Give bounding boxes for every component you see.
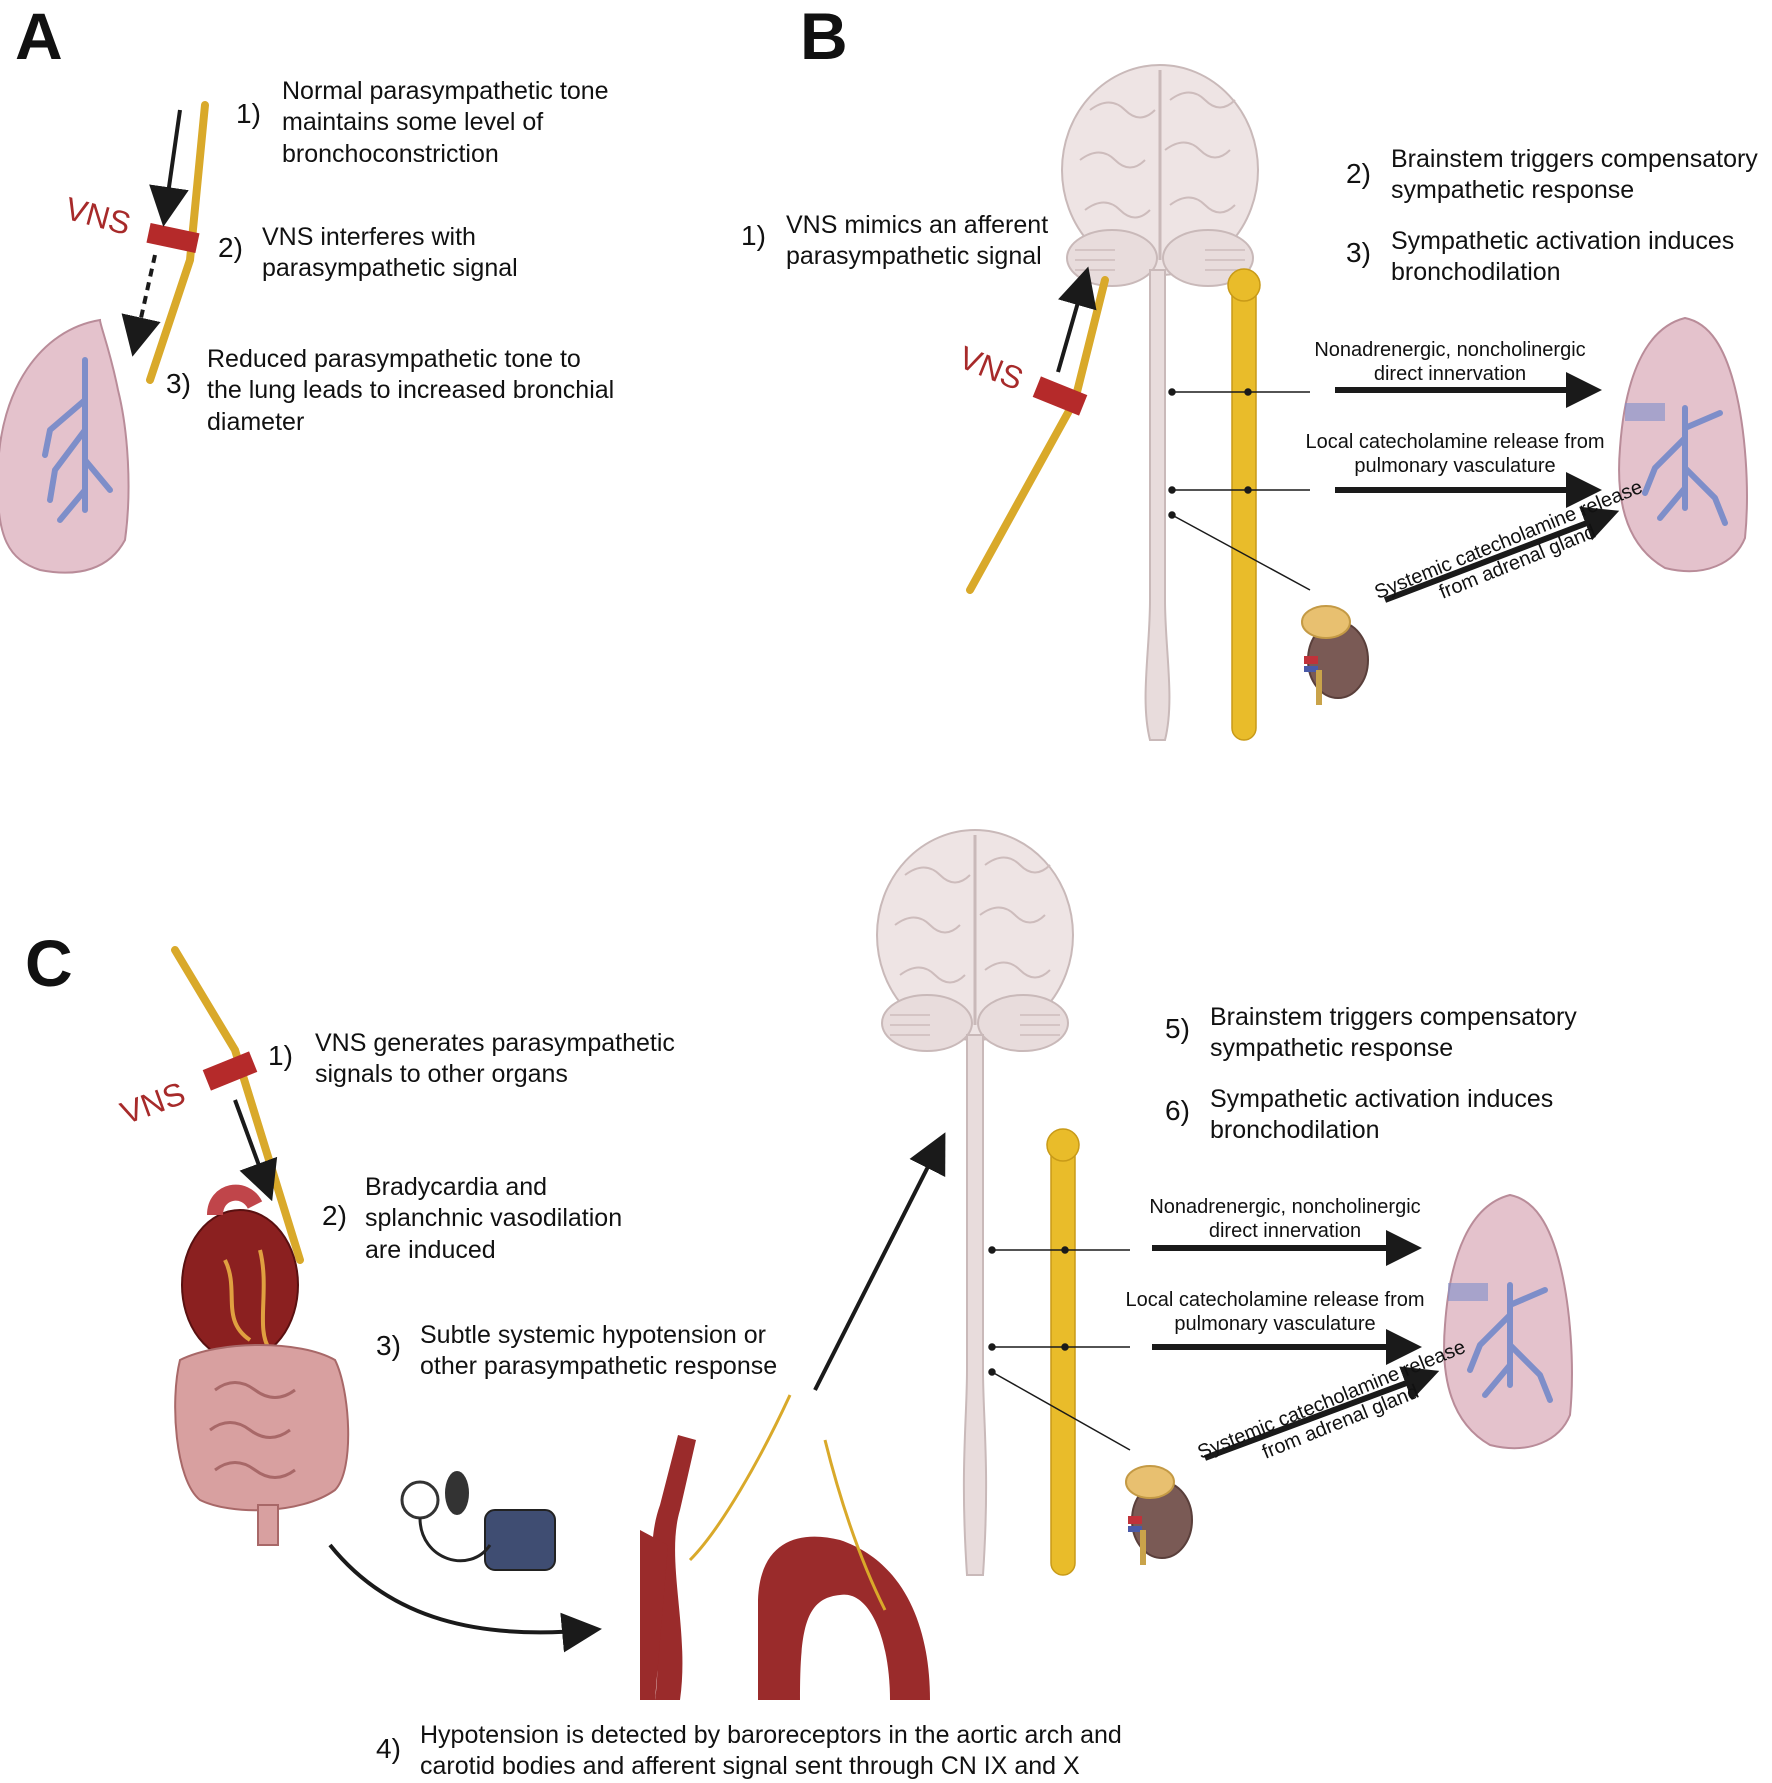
- spinal-cord-b: [1144, 269, 1171, 741]
- arrow-to-baroreceptors-c: [328, 1543, 602, 1653]
- vns-electrode-a: [146, 223, 200, 253]
- step-number: 2): [1346, 158, 1371, 189]
- sympathetic-chain-c: [1046, 1128, 1080, 1576]
- aortic-arch-c: [758, 1439, 930, 1700]
- pathway-label-nanc-b: Nonadrenergic, noncholinergic direct inn…: [1314, 339, 1586, 385]
- vagus-nerve-b: [966, 276, 1109, 594]
- step-text-c2: Bradycardia and splanchnic vasodilation …: [365, 1173, 623, 1264]
- reduced-signal-arrow-a: [121, 254, 161, 357]
- step-text-c1: VNS generates parasympathetic signals to…: [315, 1029, 675, 1089]
- efferent-arrow-c: [233, 1099, 278, 1202]
- lung-a: [0, 318, 130, 574]
- intestines-c: [174, 1344, 350, 1546]
- panel-letter-b: B: [800, 0, 848, 73]
- step-number: 5): [1165, 1013, 1190, 1044]
- vagus-nerve-a: [146, 101, 209, 384]
- panel-a-illustration: [0, 101, 209, 574]
- arrow-systemic-b: [1383, 506, 1620, 603]
- panel-letter-c: C: [25, 926, 73, 1000]
- step-text-a1: Normal parasympathetic tone maintains so…: [282, 77, 609, 168]
- vns-electrode-b: [1032, 376, 1088, 416]
- pathway-label-local-c: Local catecholamine release from pulmona…: [1125, 1289, 1425, 1335]
- step-text-a3: Reduced parasympathetic tone to the lung…: [207, 345, 615, 436]
- carotid-artery-c: [640, 1394, 792, 1700]
- step-text-b1: VNS mimics an afferent parasympathetic s…: [786, 211, 1049, 271]
- step-text-b2: Brainstem triggers compensatory sympathe…: [1391, 145, 1758, 205]
- lung-b: [1619, 318, 1747, 571]
- kidney-adrenal-b: [1301, 605, 1369, 706]
- signal-arrow-a: [149, 109, 189, 227]
- blood-pressure-cuff-icon: [400, 1471, 556, 1571]
- arrow-systemic-c: [1203, 1366, 1440, 1461]
- step-number: 6): [1165, 1095, 1190, 1126]
- step-number: 3): [1346, 237, 1371, 268]
- step-number: 1): [741, 220, 766, 251]
- pathway-label-nanc-c: Nonadrenergic, noncholinergic direct inn…: [1149, 1196, 1421, 1242]
- step-text-c6: Sympathetic activation induces bronchodi…: [1210, 1085, 1554, 1145]
- step-text-c4: Hypotension is detected by baroreceptors…: [420, 1721, 1122, 1781]
- sympathetic-chain-b: [1227, 268, 1261, 741]
- step-number: 3): [166, 368, 191, 399]
- panel-b-illustration: [966, 63, 1747, 741]
- step-text-a2: VNS interferes with parasympathetic sign…: [262, 223, 518, 283]
- afferent-arrow-c: [813, 1132, 946, 1391]
- pathway-label-local-b: Local catecholamine release from pulmona…: [1305, 431, 1605, 477]
- step-text-b3: Sympathetic activation induces bronchodi…: [1391, 227, 1735, 287]
- step-text-c5: Brainstem triggers compensatory sympathe…: [1210, 1003, 1577, 1063]
- vns-electrode-c: [202, 1051, 258, 1091]
- panel-letter-a: A: [15, 0, 63, 73]
- step-number: 2): [218, 232, 243, 263]
- spinal-cord-c: [962, 1034, 988, 1576]
- step-number: 2): [322, 1200, 347, 1231]
- brain-c: [875, 828, 1075, 1053]
- step-number: 1): [236, 98, 261, 129]
- step-number: 3): [376, 1330, 401, 1361]
- step-text-c3: Subtle systemic hypotension or other par…: [420, 1321, 778, 1381]
- step-number: 1): [268, 1040, 293, 1071]
- vagus-nerve-c: [171, 946, 304, 1264]
- afferent-arrow-b: [1056, 266, 1097, 373]
- kidney-adrenal-c: [1125, 1465, 1193, 1566]
- heart-c: [181, 1184, 299, 1361]
- step-number: 4): [376, 1733, 401, 1764]
- brain-b: [1060, 63, 1260, 288]
- lung-c: [1444, 1195, 1572, 1448]
- panel-c-illustration: [171, 828, 1572, 1700]
